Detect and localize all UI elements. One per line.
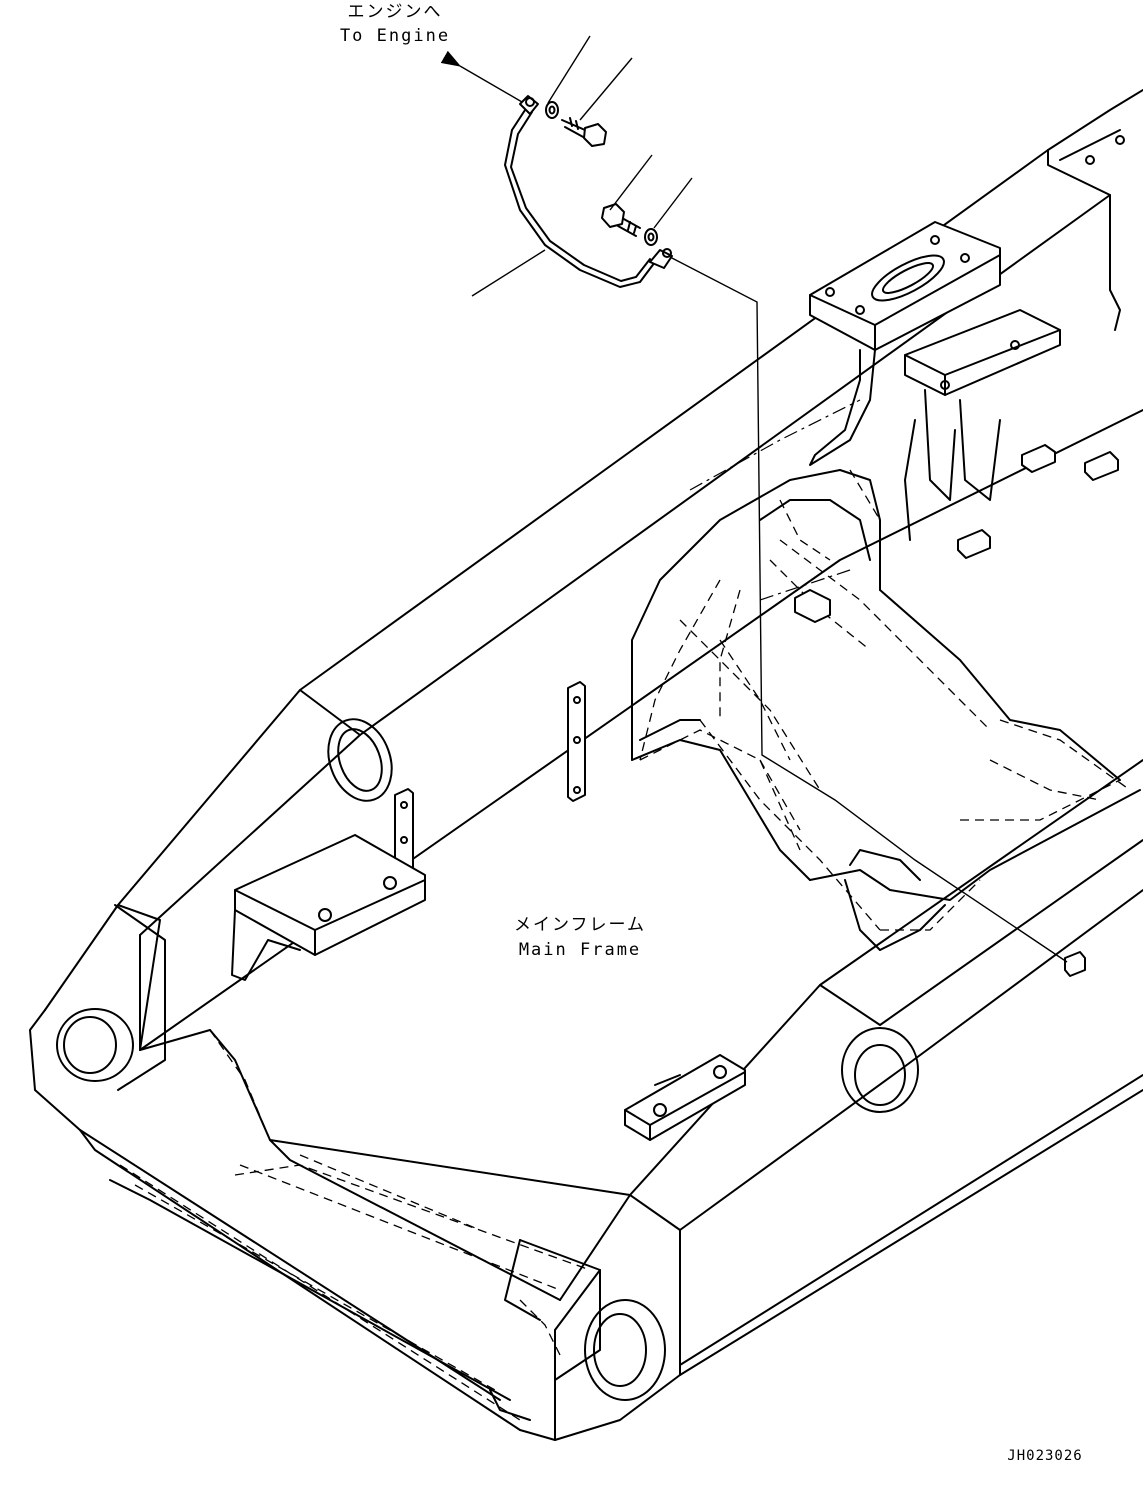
label-main-frame-en: Main Frame: [518, 940, 642, 960]
label-engine-en: To Engine: [339, 26, 451, 46]
drawing-id: JH023026: [1007, 1448, 1083, 1464]
leader-lines: [440, 35, 1068, 963]
label-main-frame-jp: メインフレーム: [514, 915, 646, 935]
label-engine-jp: エンジンへ: [347, 2, 443, 22]
upper-right-structure: [809, 89, 1143, 541]
phantom-lines: [689, 399, 861, 601]
bolts-and-washers: [545, 101, 658, 246]
vertical-posts: [394, 681, 586, 877]
right-bracket: [624, 1054, 746, 1141]
pin-bosses: [56, 718, 919, 1401]
center-body: [631, 469, 1141, 951]
mounting-pads: [794, 444, 1119, 977]
left-bracket: [231, 834, 426, 981]
ground-cable: [504, 95, 673, 288]
